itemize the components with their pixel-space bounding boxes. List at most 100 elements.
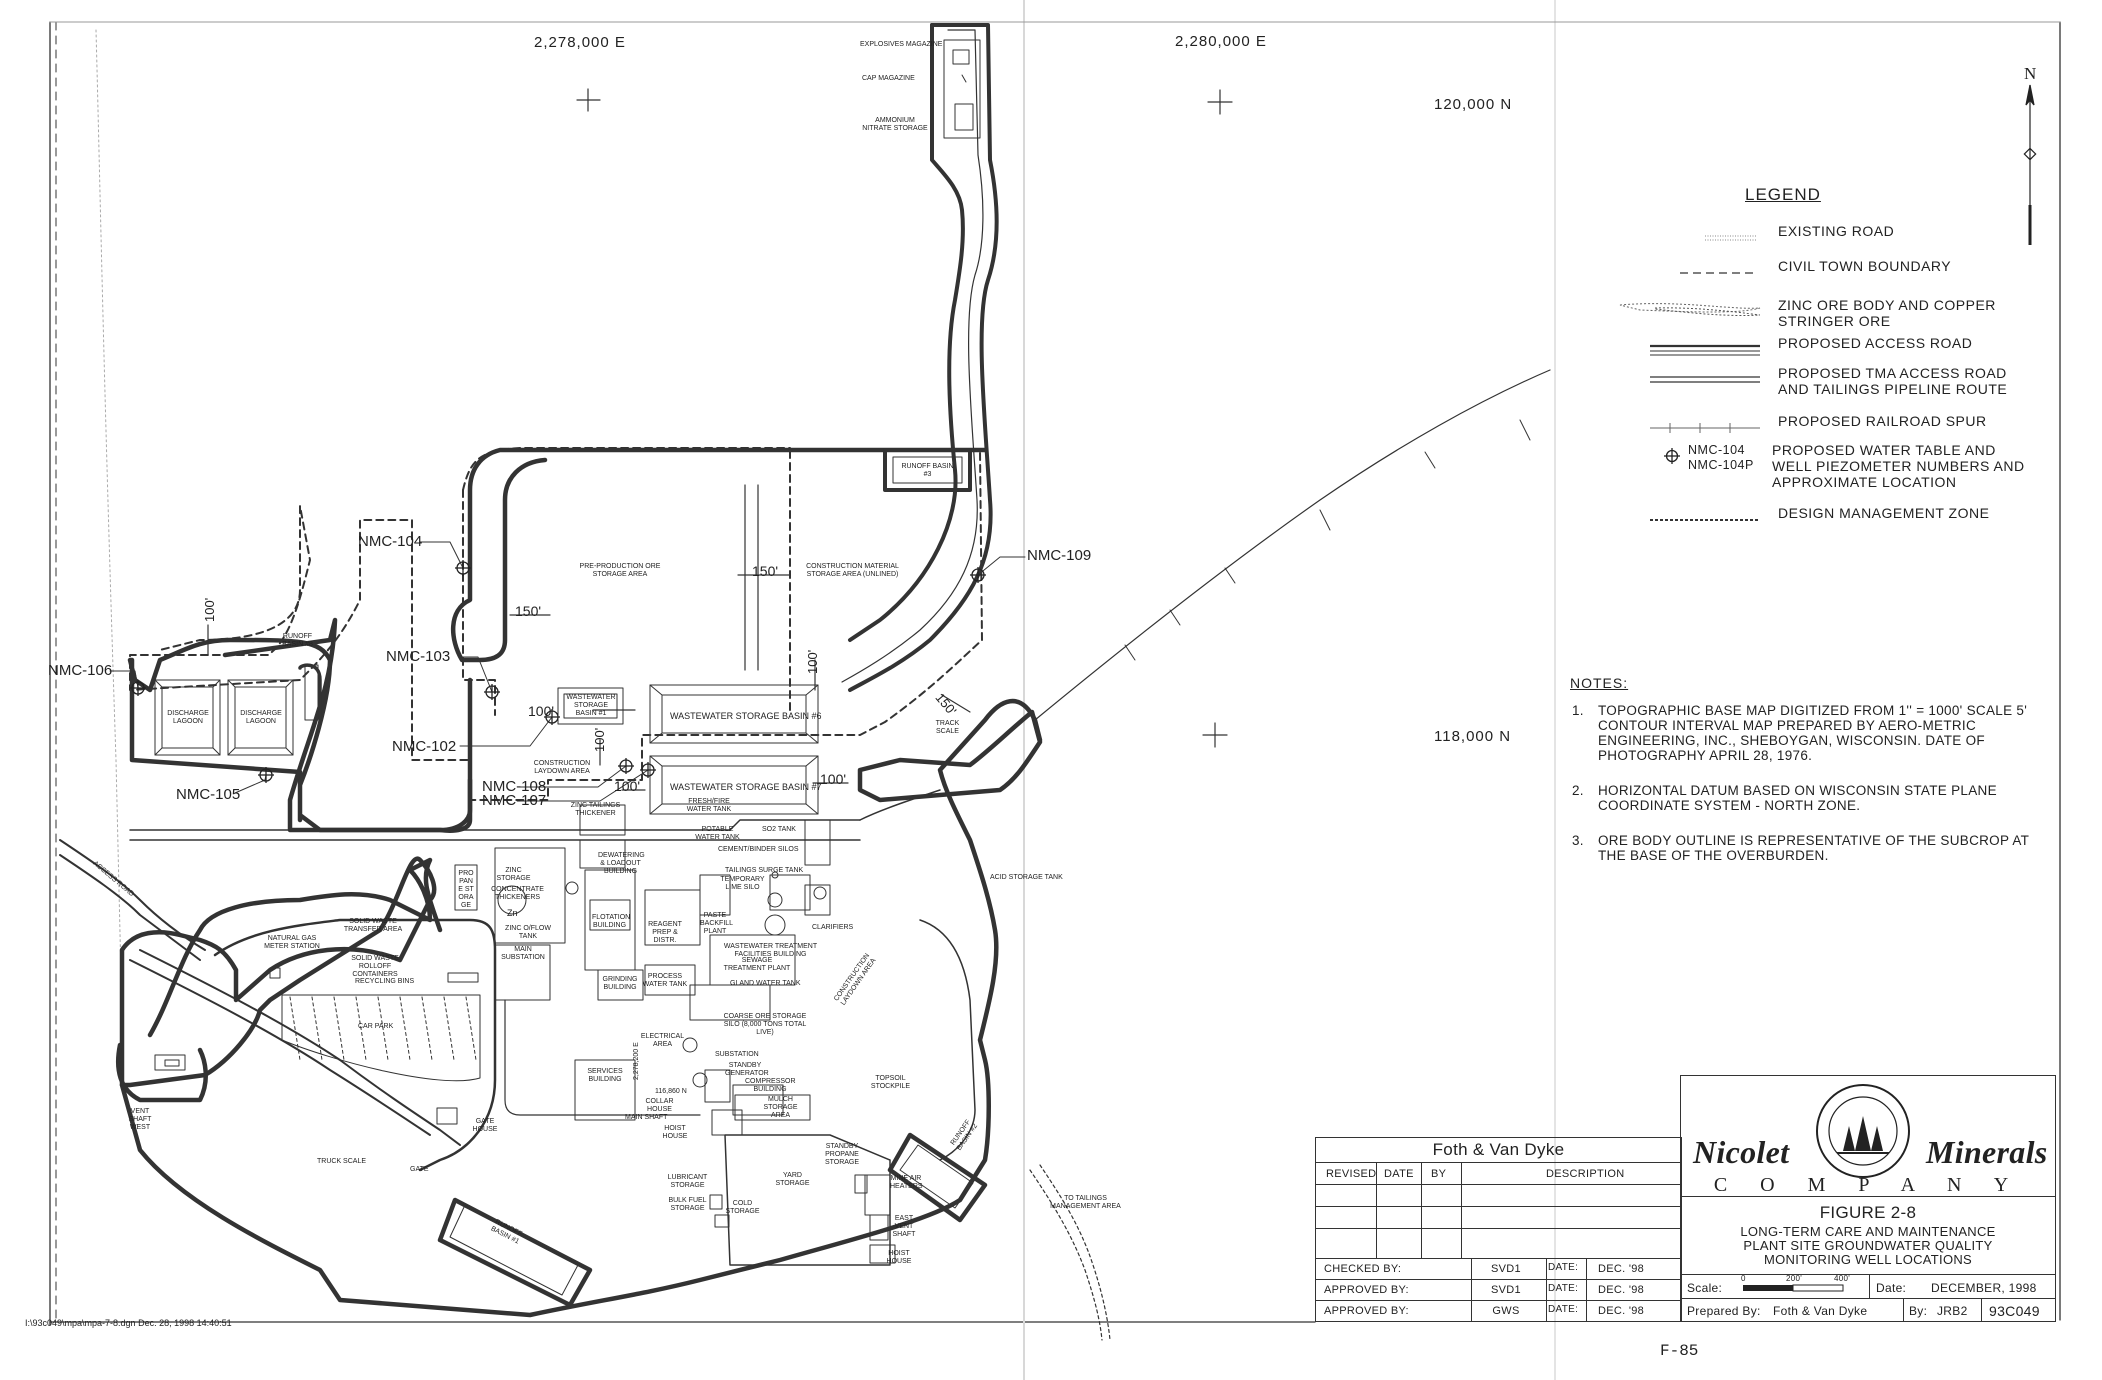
label-grinding: GRINDING BUILDING: [602, 976, 638, 991]
file-path: I:\93c049\mpa\mpa-7-8.dgn Dec. 28, 1998 …: [25, 1318, 232, 1328]
rev-col-desc: DESCRIPTION: [1546, 1168, 1625, 1180]
grid-northing-1: 120,000 N: [1434, 96, 1513, 113]
label-rolloff: SOLID WASTE ROLLOFF CONTAINERS: [351, 955, 399, 978]
label-truckscale: TRUCK SCALE: [317, 1158, 367, 1165]
legend-item-dmz: DESIGN MANAGEMENT ZONE: [1600, 505, 2040, 535]
legend-item-tma-road: PROPOSED TMA ACCESS ROAD AND TAILINGS PI…: [1600, 365, 2040, 405]
note-2-text: HORIZONTAL DATUM BASED ON WISCONSIN STAT…: [1598, 783, 1997, 813]
revision-block: Foth & Van Dyke REVISED DATE BY DESCRIPT…: [1315, 1137, 1682, 1322]
runoff-basin-2: [887, 1132, 988, 1223]
label-solidwaste: SOLID WASTE TRANSFER AREA: [343, 918, 403, 933]
title-line-3: MONITORING WELL LOCATIONS: [1763, 1252, 1973, 1267]
label-potable: POTABLE WATER TANK: [695, 826, 740, 841]
legend-well-num-1: NMC-104: [1688, 443, 1745, 457]
by-value: JRB2: [1937, 1304, 1968, 1318]
project-number: 93C049: [1989, 1303, 2040, 1319]
label-laydown: CONSTRUCTION LAYDOWN AREA: [533, 760, 591, 775]
well-leaders: [109, 541, 1026, 802]
railroad-spur: [1034, 369, 1551, 721]
label-cement: CEMENT/BINDER SILOS: [718, 846, 799, 853]
well-nmc103-icon: [484, 684, 500, 700]
grid-ticks: [576, 88, 1233, 748]
existing-road-west: [95, 29, 123, 1021]
legend-text-railroad: PROPOSED RAILROAD SPUR: [1778, 413, 1987, 429]
grid-northing-2: 118,000 N: [1434, 728, 1512, 745]
label-tailingssurge: TAILINGS SURGE TANK: [725, 867, 804, 874]
well-nmc109-icon: [970, 567, 986, 583]
date-label: Date:: [1876, 1281, 1907, 1295]
dim-100-ww7-east: 100': [820, 771, 847, 787]
label-substation: SUBSTATION: [715, 1051, 759, 1058]
railroad-icon: [1650, 423, 1760, 433]
legend-text-well: PROPOSED WATER TABLE AND WELL PIEZOMETER…: [1772, 442, 2025, 490]
legend-item-civil-boundary: CIVIL TOWN BOUNDARY: [1600, 258, 2040, 288]
legend-text-ore-body: ZINC ORE BODY AND COPPER STRINGER ORE: [1778, 297, 1996, 329]
road-to-tma: [1029, 1169, 1103, 1341]
legend-text-civil-boundary: CIVIL TOWN BOUNDARY: [1778, 258, 1952, 274]
well-nmc106-icon: [130, 680, 146, 696]
label-dewatering: DEWATERING & LOADOUT BUILDING: [598, 852, 645, 875]
north-arrow-icon: [2023, 84, 2037, 245]
label-eastvent: EAST VENT SHAFT: [892, 1215, 916, 1238]
label-wwtreat: WASTEWATER TREATMENT FACILITIES BUILDING: [723, 943, 818, 958]
civil-boundary-icon: [1680, 272, 1757, 274]
rail-ties: [1124, 419, 1531, 661]
well-label-nmc103: NMC-103: [386, 648, 451, 665]
note-3-num: 3.: [1572, 833, 1584, 848]
scale-200: 200': [1786, 1274, 1803, 1283]
car-park: [281, 994, 481, 1082]
legend-item-well: NMC-104 NMC-104P PROPOSED WATER TABLE AN…: [1600, 442, 2040, 492]
access-road-north: [841, 29, 984, 683]
legend-item-access-road: PROPOSED ACCESS ROAD: [1600, 335, 2040, 365]
label-processwater: PROCESS WATER TANK: [642, 973, 688, 988]
prepared-label: Prepared By:: [1687, 1304, 1761, 1318]
runoff-basin-1: [437, 1197, 593, 1308]
date-label-1: DATE:: [1548, 1262, 1579, 1273]
legend: LEGEND EXISTING ROAD CIVIL TOWN BOUNDARY…: [1600, 185, 2040, 535]
label-recycling: RECYCLING BINS: [355, 978, 415, 985]
title-line-1: LONG-TERM CARE AND MAINTENANCE: [1740, 1224, 1996, 1239]
legend-text-dmz: DESIGN MANAGEMENT ZONE: [1778, 505, 1990, 521]
company-seal-logo: [1816, 1084, 1910, 1178]
note-3: 3. ORE BODY OUTLINE IS REPRESENTATIVE OF…: [1570, 833, 2050, 867]
legend-text-tma-road: PROPOSED TMA ACCESS ROAD AND TAILINGS PI…: [1778, 365, 2008, 397]
label-zincstorage: ZINC STORAGE: [496, 867, 531, 882]
label-elev: 2,278,200 E: [633, 1042, 640, 1080]
well-label-nmc104: NMC-104: [358, 533, 423, 550]
title-line-2: PLANT SITE GROUNDWATER QUALITY: [1743, 1238, 1993, 1253]
grid-easting-2: 2,280,000 E: [1175, 33, 1267, 50]
legend-well-num-2: NMC-104P: [1688, 458, 1754, 472]
label-so2: SO2 TANK: [762, 826, 796, 833]
label-mainshaft: MAIN SHAFT: [625, 1114, 668, 1121]
legend-item-existing-road: EXISTING ROAD: [1600, 223, 2040, 253]
vent-shaft-west: [154, 1054, 186, 1071]
wastewater-basins: [557, 684, 819, 815]
label-standbygen: STANDBY GENERATOR: [725, 1062, 769, 1077]
note-1-num: 1.: [1572, 703, 1584, 718]
note-1: 1. TOPOGRAPHIC BASE MAP DIGITIZED FROM 1…: [1570, 703, 2050, 769]
label-preprod: PRE-PRODUCTION ORE STORAGE AREA: [579, 563, 661, 578]
dim-100-ww7: 100': [614, 778, 641, 794]
label-cold: COLD STORAGE: [725, 1200, 760, 1215]
label-paste: PASTE BACKFILL PLANT: [700, 912, 734, 935]
access-road-sw: [139, 949, 461, 1146]
label-tailingsmgmt: TO TAILINGS MANAGEMENT AREA: [1050, 1195, 1121, 1210]
label-hoist1: HOIST HOUSE: [662, 1125, 688, 1140]
well-icon: [1664, 448, 1680, 464]
label-standbypropane: STANDBY PROPANE STORAGE: [824, 1143, 860, 1166]
dim-150-const: 150': [752, 563, 779, 579]
note-2: 2. HORIZONTAL DATUM BASED ON WISCONSIN S…: [1570, 783, 2050, 817]
scale-0: 0: [1741, 1274, 1746, 1283]
rev-col-date: DATE: [1384, 1168, 1414, 1180]
label-compressor: COMPRESSOR BUILDING: [745, 1078, 796, 1093]
company-name-left: Nicolet: [1693, 1134, 1790, 1170]
label-sewage: SEWAGE TREATMENT PLANT: [723, 957, 791, 972]
track-scale-road: [857, 709, 1043, 803]
label-mainsub: MAIN SUBSTATION: [501, 946, 545, 961]
approved1-label: APPROVED BY:: [1324, 1284, 1409, 1296]
date-2: DEC. '98: [1598, 1284, 1645, 1296]
company-name-right: Minerals: [1926, 1134, 2048, 1170]
label-trackscale: TRACK SCALE: [935, 720, 960, 735]
